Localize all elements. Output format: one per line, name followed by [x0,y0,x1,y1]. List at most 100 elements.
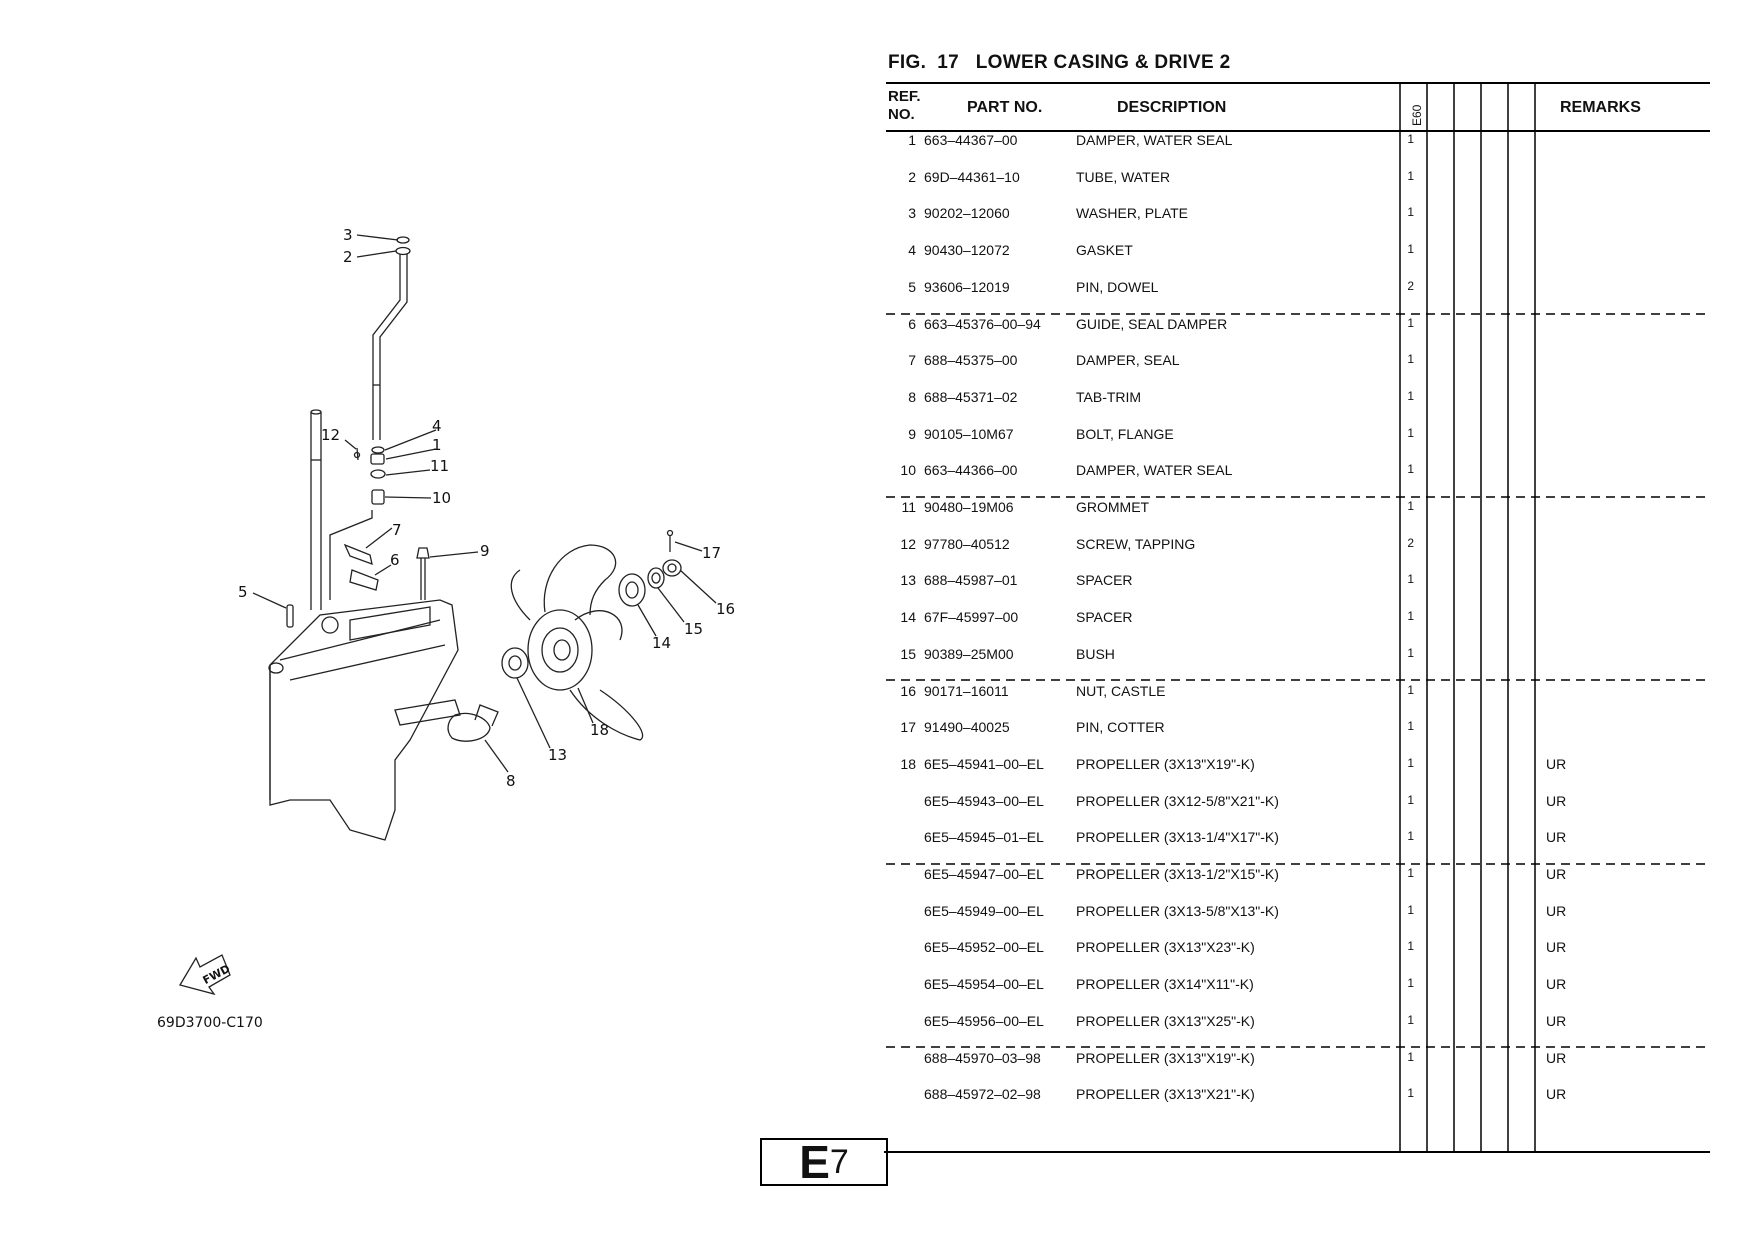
row-quantity: 1 [1407,1049,1414,1064]
row-quantity: 1 [1407,902,1414,917]
row-part-no: 90202–12060 [924,205,1010,222]
table-row: 6E5–45945–01–EL PROPELLER (3X13-1/4"X17"-… [888,829,1728,849]
header-remarks: REMARKS [1560,99,1641,116]
row-description: SPACER [1076,572,1133,589]
row-part-no: 688–45970–03–98 [924,1049,1041,1066]
row-ref-no: 14 [900,609,916,626]
row-quantity: 1 [1407,499,1414,513]
row-part-no: 6E5–45941–00–EL [924,755,1044,772]
header-part-no: PART NO. [967,99,1043,116]
row-quantity: 1 [1407,1086,1414,1101]
row-part-no: 90430–12072 [924,242,1010,259]
callout-6: 6 [390,551,400,569]
row-description: PROPELLER (3X13-5/8"X13"-K) [1076,902,1279,919]
callout-8: 8 [506,772,516,790]
row-description: GUIDE, SEAL DAMPER [1076,315,1228,332]
row-part-no: 91490–40025 [924,719,1010,736]
row-description: PROPELLER (3X13"X19"-K) [1076,755,1255,772]
row-quantity: 1 [1407,682,1414,697]
row-description: WASHER, PLATE [1076,205,1189,222]
row-description: DAMPER, WATER SEAL [1076,462,1233,479]
callout-3: 3 [343,226,353,244]
row-ref-no: 11 [901,499,916,515]
row-description: DAMPER, WATER SEAL [1076,132,1233,148]
row-quantity: 2 [1407,278,1414,293]
row-ref-no: 8 [908,388,916,405]
row-part-no: 663–44366–00 [924,462,1018,479]
row-quantity: 1 [1407,866,1414,880]
callout-11: 11 [430,457,449,475]
row-description: DAMPER, SEAL [1076,352,1180,369]
header-ref-line1: REF. [888,88,921,105]
row-quantity: 2 [1407,535,1414,550]
row-part-no: 688–45371–02 [924,388,1018,405]
callout-17: 17 [702,544,721,562]
row-part-no: 6E5–45952–00–EL [924,939,1044,956]
row-part-no: 6E5–45954–00–EL [924,976,1044,993]
row-description: GASKET [1076,242,1133,259]
row-quantity: 1 [1407,755,1414,770]
callout-13: 13 [548,746,567,764]
row-quantity: 1 [1407,132,1414,146]
row-remarks: UR [1546,1012,1567,1029]
row-description: SPACER [1076,609,1133,626]
callout-4: 4 [432,417,442,435]
row-quantity: 1 [1407,388,1414,403]
row-remarks: UR [1546,755,1567,772]
row-quantity: 1 [1407,792,1414,807]
row-description: BUSH [1076,645,1115,662]
row-description: TAB-TRIM [1076,388,1142,405]
row-ref-no: 17 [900,719,916,736]
callout-5: 5 [238,583,248,601]
callout-12: 12 [321,426,340,444]
row-remarks: UR [1546,866,1567,882]
row-part-no: 97780–40512 [924,535,1010,552]
row-remarks: UR [1546,1049,1567,1066]
callout-18: 18 [590,721,609,739]
row-description: PROPELLER (3X13"X21"-K) [1076,1086,1255,1103]
header-ref-line2: NO. [888,106,915,123]
row-ref-no: 12 [900,535,916,552]
row-part-no: 90389–25M00 [924,645,1014,662]
row-remarks: UR [1546,902,1567,919]
row-description: PROPELLER (3X13"X25"-K) [1076,1012,1255,1029]
row-ref-no: 9 [908,425,916,442]
row-quantity: 1 [1407,352,1414,367]
row-quantity: 1 [1407,462,1414,477]
row-quantity: 1 [1407,829,1414,844]
row-part-no: 663–44367–00 [924,132,1018,148]
row-part-no: 90105–10M67 [924,425,1014,442]
callout-16: 16 [716,600,735,618]
row-remarks: UR [1546,976,1567,993]
exploded-parts-diagram: FWD 3 2 4 12 1 11 10 7 9 6 5 17 16 14 15… [179,226,735,996]
row-quantity: 1 [1407,315,1414,330]
callout-1: 1 [432,436,442,454]
row-ref-no: 5 [908,278,916,295]
row-description: PIN, COTTER [1076,719,1165,736]
row-remarks: UR [1546,939,1567,956]
row-description: PROPELLER (3X13-1/4"X17"-K) [1076,829,1279,846]
row-part-no: 688–45987–01 [924,572,1018,589]
row-quantity: 1 [1407,205,1414,220]
row-ref-no: 15 [900,645,916,662]
row-part-no: 6E5–45945–01–EL [924,829,1044,846]
row-part-no: 6E5–45947–00–EL [924,866,1044,882]
header-description: DESCRIPTION [1117,99,1227,116]
row-quantity: 1 [1407,1012,1414,1027]
callout-2: 2 [343,248,353,266]
table-row: 8 688–45371–02 TAB-TRIM 1 [888,389,1728,409]
